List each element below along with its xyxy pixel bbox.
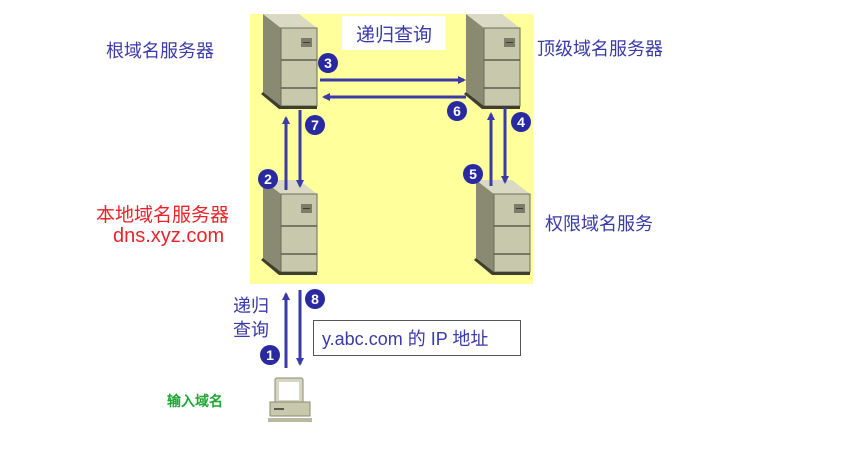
answer-box: y.abc.com 的 IP 地址: [313, 320, 521, 356]
server-tld: [463, 13, 521, 110]
local-server-hostname: dns.xyz.com: [113, 225, 225, 247]
client-query-label-line2: 查询: [233, 320, 269, 341]
client-query-label-line1: 递归: [233, 296, 269, 317]
client-label: 输入域名: [167, 394, 223, 410]
authoritative-server-label: 权限域名服务: [545, 214, 653, 235]
server-root: [260, 13, 318, 110]
step-badge-5: 5: [463, 164, 483, 184]
server-authoritative: [473, 179, 531, 276]
tld-server-label: 顶级域名服务器: [537, 39, 663, 60]
step-badge-8: 8: [305, 289, 325, 309]
step-badge-3: 3: [318, 53, 338, 73]
step-badge-1: 1: [260, 345, 280, 365]
step-badge-2: 2: [258, 169, 278, 189]
local-server-label: 本地域名服务器: [96, 204, 230, 226]
server-local: [260, 179, 318, 276]
local-server-label-group: 本地域名服务器 dns.xyz.com: [96, 205, 229, 247]
step-badge-4: 4: [511, 112, 531, 132]
diagram-title: 递归查询: [342, 16, 446, 50]
client-query-label: 递归 查询: [233, 295, 269, 343]
desktop-computer-icon: [268, 377, 312, 422]
root-server-label: 根域名服务器: [106, 41, 214, 62]
step-badge-6: 6: [447, 101, 467, 121]
step-badge-7: 7: [305, 115, 325, 135]
